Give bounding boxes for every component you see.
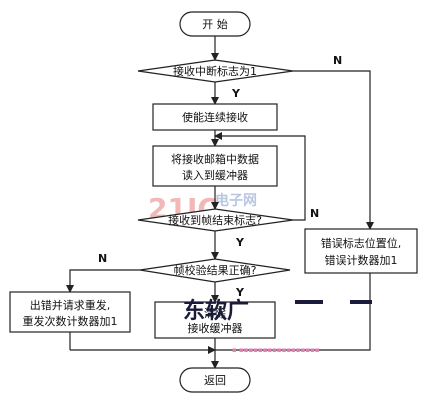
label-no-3: N <box>98 252 107 265</box>
decision-verify: 帧校验结果正确? <box>139 258 291 283</box>
decision-interrupt-label: 接收中断标志为1 <box>173 64 257 78</box>
resend-line1: 出错并请求重发, <box>30 298 111 312</box>
decision-verify-label: 帧校验结果正确? <box>174 263 257 277</box>
overlay-watermark: 东软广 ▪ ▪▪▪▪▪▪▪▪▪▪▪▪▪▪▪▪▪ <box>183 298 372 354</box>
edge-error-merge <box>215 273 371 351</box>
copy-mailbox-line1: 将接收邮箱中数据 <box>171 152 259 166</box>
overlay-bar-2 <box>350 300 372 304</box>
copy-mailbox-line2: 读入到缓冲器 <box>182 168 248 182</box>
edge-check-no <box>293 70 374 230</box>
process-copy-mailbox: 将接收邮箱中数据 读入到缓冲器 <box>152 145 278 187</box>
process-error-flag: 错误标志位置位, 错误计数器加1 <box>304 228 418 274</box>
process-resend: 出错并请求重发, 重发次数计数器加1 <box>9 291 131 333</box>
connectors <box>66 36 374 369</box>
clear-buffer-line2: 接收缓冲器 <box>188 321 243 335</box>
clear-buffer-line1: 清除 <box>204 306 226 320</box>
label-yes-2: Y <box>235 236 245 249</box>
label-yes-1: Y <box>231 87 241 100</box>
decision-frame-end-label: 接收到帧结束标志? <box>168 213 262 227</box>
return-node: 返回 <box>179 367 251 393</box>
label-yes-3: Y <box>235 286 245 299</box>
overlay-pink: ▪ ▪▪▪▪▪▪▪▪▪▪▪▪▪▪▪▪▪ <box>232 346 320 354</box>
branch-labels: Y N N Y N Y <box>98 54 342 299</box>
overlay-text: 东软广 <box>183 298 249 324</box>
enable-rx-label: 使能连续接收 <box>182 110 248 124</box>
start-label: 开 始 <box>202 17 228 31</box>
error-flag-line2: 错误计数器加1 <box>325 253 398 267</box>
resend-line2: 重发次数计数器加1 <box>23 314 118 328</box>
error-flag-line1: 错误标志位置位, <box>321 236 402 250</box>
edge-frameend-no-loop <box>214 132 306 221</box>
process-enable-rx: 使能连续接收 <box>152 103 278 131</box>
process-clear-buffer: 清除 接收缓冲器 <box>154 301 276 339</box>
overlay-bar-1 <box>295 300 323 304</box>
decision-interrupt-flag: 接收中断标志为1 <box>137 59 294 83</box>
label-no-2: N <box>310 207 319 220</box>
return-label: 返回 <box>204 374 226 387</box>
start-node: 开 始 <box>179 11 251 37</box>
label-no-1: N <box>333 54 342 67</box>
edge-verify-no <box>66 269 140 293</box>
decision-frame-end: 接收到帧结束标志? <box>137 208 294 232</box>
watermark-tag: 电子网 <box>215 192 257 209</box>
